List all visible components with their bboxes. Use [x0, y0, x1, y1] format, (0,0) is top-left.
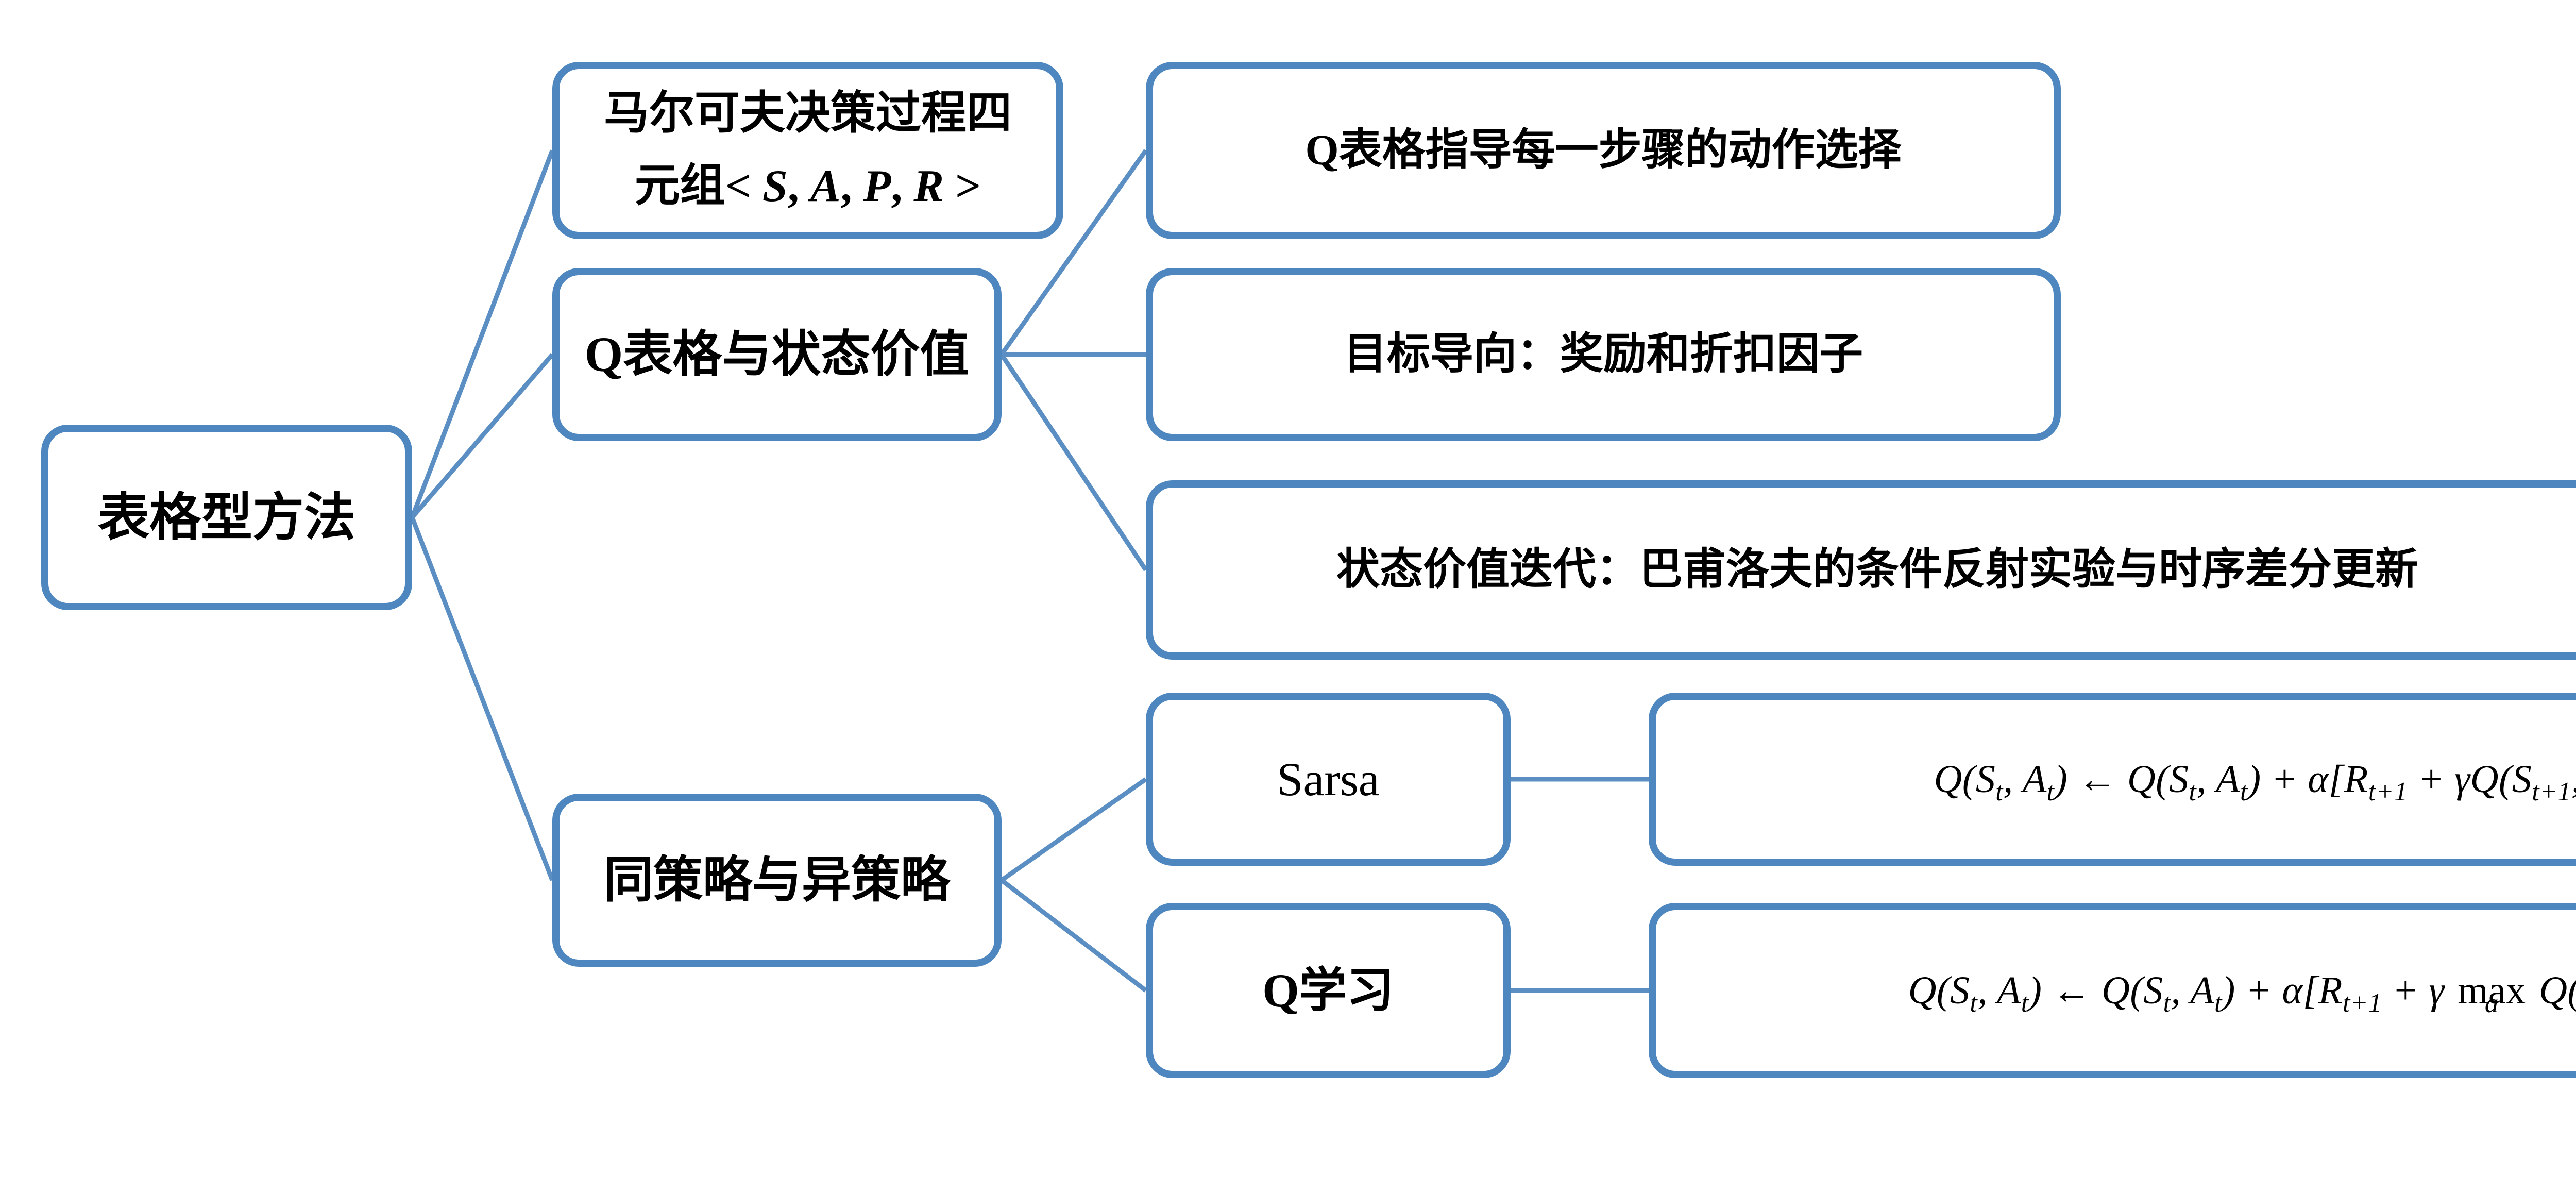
node-label: 目标导向：奖励和折扣因子: [1343, 330, 1863, 379]
node-state-value-iteration: 状态价值迭代：巴甫洛夫的条件反射实验与时序差分更新: [1146, 480, 2576, 660]
node-qtable-guides-actions: Q表格指导每一步骤的动作选择: [1146, 62, 2061, 239]
node-label: Q表格指导每一步骤的动作选择: [1305, 126, 1902, 175]
node-goal-oriented: 目标导向：奖励和折扣因子: [1146, 268, 2061, 441]
node-sarsa: Sarsa: [1146, 693, 1511, 866]
node-mdp-tuple: 马尔可夫决策过程四 元组< S, A, P, R >: [552, 62, 1063, 239]
connector-root-to-qtable: [410, 353, 554, 519]
node-label: 马尔可夫决策过程四 元组< S, A, P, R >: [603, 89, 1012, 211]
connector-root-to-policy: [410, 516, 555, 881]
node-sarsa-update-formula: Q(St, At) ← Q(St, At) + α[Rt+1 + γQ(St+1…: [1649, 693, 2576, 866]
node-label: 表格型方法: [98, 489, 355, 546]
node-qtable-state-value: Q表格与状态价值: [552, 268, 1002, 441]
node-on-off-policy: 同策略与异策略: [552, 794, 1002, 967]
node-label: Q学习: [1262, 964, 1394, 1017]
node-label: 状态价值迭代：巴甫洛夫的条件反射实验与时序差分更新: [1336, 546, 2418, 594]
node-tabular-methods: 表格型方法: [41, 425, 412, 610]
connector-root-to-mdp: [410, 149, 555, 518]
node-label: Sarsa: [1277, 752, 1380, 805]
connector-policy-to-sarsa: [1000, 777, 1147, 882]
node-label: 同策略与异策略: [604, 852, 950, 908]
sarsa-formula: Q(St, At) ← Q(St, At) + α[Rt+1 + γQ(St+1…: [1934, 757, 2576, 807]
connector-qtable-to-child3: [999, 353, 1148, 572]
connector-qtable-to-child1: [999, 149, 1148, 356]
node-label: Q表格与状态价值: [584, 327, 970, 382]
node-q-learning: Q学习: [1146, 903, 1511, 1078]
connector-policy-to-qlearn: [1000, 878, 1147, 993]
